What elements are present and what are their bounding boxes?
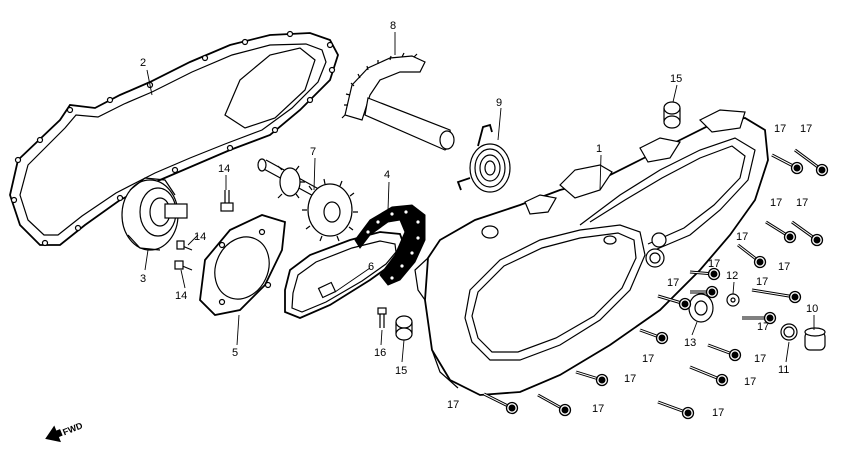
callout-8: 8 xyxy=(390,20,396,32)
gasket-part-2 xyxy=(9,30,339,247)
drive-assembly-part-3 xyxy=(121,177,188,251)
cap-part-10 xyxy=(804,327,826,351)
callout-13: 13 xyxy=(684,337,696,349)
fwd-indicator: FWD xyxy=(45,420,84,443)
callout-15-bottom: 15 xyxy=(395,365,407,377)
bolt-17 xyxy=(791,220,824,247)
collar-part-15-top xyxy=(663,101,681,129)
callout-17: 17 xyxy=(708,258,720,270)
crankcase-cover-part-1 xyxy=(414,109,769,396)
bolt-17 xyxy=(537,393,572,417)
callout-17: 17 xyxy=(642,353,654,365)
bolt-17 xyxy=(689,365,729,387)
callout-17: 17 xyxy=(447,399,459,411)
bolt-17 xyxy=(483,392,519,415)
bolt-17 xyxy=(794,148,829,177)
callout-17: 17 xyxy=(770,197,782,209)
collar-part-15-bottom xyxy=(395,315,413,341)
callout-17: 17 xyxy=(667,277,679,289)
callout-9: 9 xyxy=(496,97,502,109)
callout-17: 17 xyxy=(744,376,756,388)
spring-part-9 xyxy=(456,123,511,193)
bolt-17 xyxy=(690,285,719,299)
callout-2: 2 xyxy=(140,57,146,69)
callout-7: 7 xyxy=(310,146,316,158)
callout-3: 3 xyxy=(140,273,146,285)
callout-14-middle: 14 xyxy=(194,231,206,243)
callout-labels: 1 2 3 4 5 6 7 8 9 10 11 12 13 14 14 14 1… xyxy=(140,20,818,377)
shaft-sprocket-part-7 xyxy=(257,158,358,242)
bolt-17 xyxy=(771,153,804,175)
callout-17: 17 xyxy=(796,197,808,209)
plate-part-5 xyxy=(199,214,286,316)
callout-17: 17 xyxy=(592,403,604,415)
bolt-17 xyxy=(657,400,695,420)
callout-5: 5 xyxy=(232,347,238,359)
callout-10: 10 xyxy=(806,303,818,315)
callout-4: 4 xyxy=(384,169,390,181)
callout-16: 16 xyxy=(374,347,386,359)
callout-1: 1 xyxy=(596,143,602,155)
bolt-17 xyxy=(751,288,802,304)
bolt-17 xyxy=(689,267,721,281)
callout-17: 17 xyxy=(754,353,766,365)
callout-17: 17 xyxy=(756,276,768,288)
callout-17: 17 xyxy=(800,123,812,135)
bolt-17 xyxy=(765,220,797,244)
bolt-17 xyxy=(639,328,669,345)
bolt-17 xyxy=(742,311,777,325)
bolt-part-16 xyxy=(377,307,387,328)
bolt-part-17-group xyxy=(483,148,829,420)
callout-17: 17 xyxy=(778,261,790,273)
gasket-holes xyxy=(10,30,336,247)
washer-part-12 xyxy=(726,293,740,307)
callout-11: 11 xyxy=(778,364,789,376)
callout-17: 17 xyxy=(624,373,636,385)
callout-17: 17 xyxy=(736,231,748,243)
callout-6: 6 xyxy=(368,261,374,273)
leader-lines xyxy=(144,32,815,363)
chain-part-4 xyxy=(354,204,426,286)
bolt-17 xyxy=(737,243,767,269)
fwd-label: FWD xyxy=(61,420,84,437)
bolt-17 xyxy=(657,294,692,311)
callout-12: 12 xyxy=(726,270,738,282)
callout-17: 17 xyxy=(712,407,724,419)
oil-seal-part-13 xyxy=(688,293,714,323)
callout-17: 17 xyxy=(774,123,786,135)
callout-15-top: 15 xyxy=(670,73,682,85)
bolt-part-14 xyxy=(174,190,234,271)
callout-17: 17 xyxy=(757,321,769,333)
bolt-17 xyxy=(707,343,742,362)
callout-17-labels: 17 17 17 17 17 17 17 17 17 17 17 17 17 17 17 17 17 xyxy=(447,123,812,419)
o-ring-part-11 xyxy=(780,323,798,341)
callout-14-bottom: 14 xyxy=(175,290,187,302)
callout-14-top: 14 xyxy=(218,163,230,175)
bolt-17 xyxy=(575,370,609,387)
kick-spindle-part-8 xyxy=(341,52,455,151)
